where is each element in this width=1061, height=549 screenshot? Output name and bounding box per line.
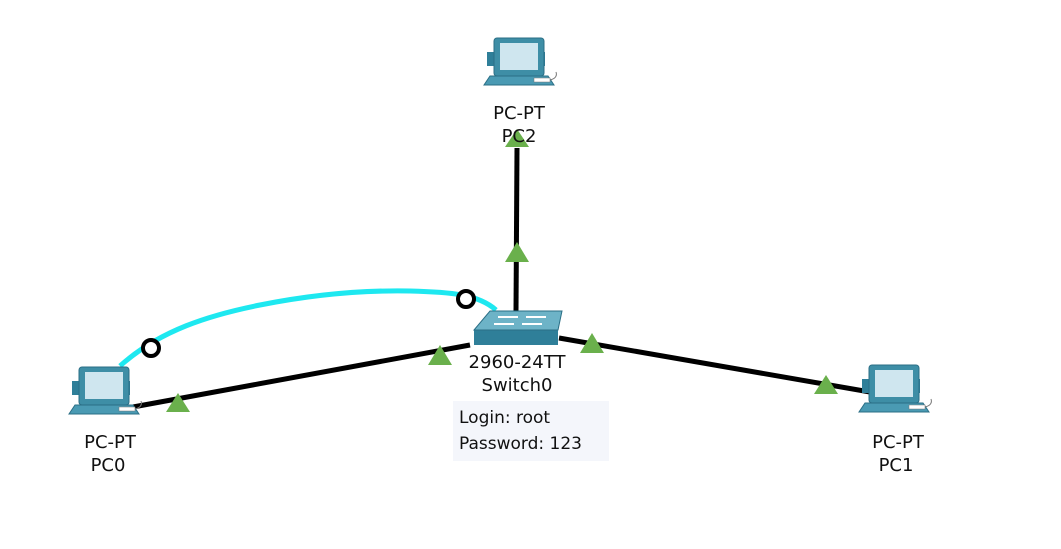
note-password-text: Password: 123 (459, 434, 582, 454)
link-up-indicator (428, 345, 452, 365)
pc2-model-label: PC-PT (493, 103, 545, 124)
pc1-icon[interactable] (858, 364, 932, 413)
link-up-indicator (505, 129, 529, 147)
switch0-name-label: Switch0 (481, 375, 553, 396)
link-up-indicator (505, 242, 529, 262)
pc1-name-label: PC1 (878, 455, 914, 476)
note-login-text: Login: root (459, 408, 551, 428)
console-endpoint-marker (456, 289, 476, 309)
switch-icon[interactable] (472, 310, 563, 345)
pc2-icon[interactable] (483, 37, 557, 86)
link-up-indicator (814, 375, 838, 394)
pc0-icon[interactable] (68, 366, 142, 415)
link-up-indicator (166, 393, 190, 412)
pc1-model-label: PC-PT (872, 432, 924, 453)
link-pc2-switch0[interactable] (513, 147, 520, 312)
link-up-indicator (580, 333, 604, 353)
link-pc0-switch0[interactable] (132, 342, 471, 410)
pc0-model-label: PC-PT (84, 432, 136, 453)
console-link-pc0-switch0[interactable] (118, 288, 498, 368)
link-switch0-pc1[interactable] (558, 335, 871, 395)
pc0-name-label: PC0 (90, 455, 126, 476)
switch0-model-label: 2960-24TT (468, 352, 566, 373)
pc2-name-label: PC2 (501, 126, 537, 147)
credentials-note[interactable]: Login: root Password: 123 (453, 401, 609, 461)
console-endpoint-marker (141, 338, 161, 358)
